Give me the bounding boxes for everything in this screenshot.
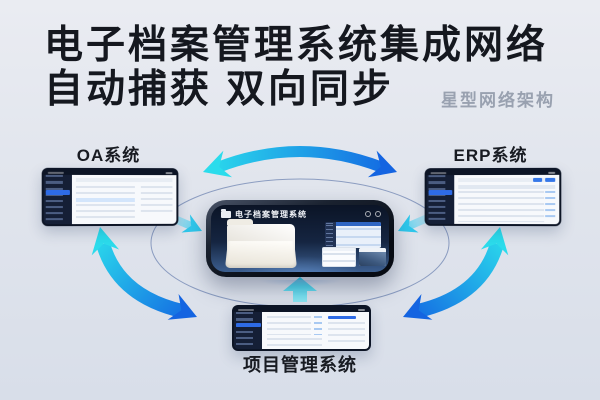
project-progress-bar xyxy=(328,316,357,320)
erp-system-label: ERP系统 xyxy=(453,146,528,165)
device-title: 电子档案管理系统 xyxy=(235,209,307,219)
sidebar-active-item xyxy=(428,189,453,196)
erp-link-column xyxy=(545,191,556,220)
project-screenshot-sidebar xyxy=(234,312,263,349)
oa-system-label: OA系统 xyxy=(76,146,141,165)
oa-highlighted-row xyxy=(76,197,135,203)
project-screenshot-content xyxy=(262,312,369,349)
arrow-erp-project xyxy=(403,227,509,320)
oa-screenshot-content xyxy=(71,174,177,225)
project-system-label: 项目管理系统 xyxy=(243,355,357,375)
erp-screenshot xyxy=(424,167,562,227)
folder-icon xyxy=(221,208,231,218)
project-detail-panel xyxy=(266,337,323,347)
device-titlebar: 电子档案管理系统 xyxy=(211,205,389,221)
erp-button xyxy=(545,177,556,183)
oa-list-panel xyxy=(76,185,135,221)
window-thumbnail-3 xyxy=(359,248,386,266)
oa-screenshot-sidebar xyxy=(43,174,72,225)
architecture-subtitle: 星型网络架构 xyxy=(441,91,555,110)
project-form-panel xyxy=(266,315,312,335)
device-screen: 电子档案管理系统 xyxy=(211,205,389,272)
erp-screenshot-sidebar xyxy=(426,175,455,224)
oa-side-panel xyxy=(141,185,173,214)
oa-screenshot xyxy=(41,167,179,227)
arrow-project-to-center xyxy=(283,277,317,302)
sidebar-active-item xyxy=(45,189,71,196)
window-thumbnail-1 xyxy=(325,222,381,248)
window-thumbnail-2 xyxy=(322,247,356,267)
headline: 电子档案管理系统集成网络 自动捕获 双向同步 xyxy=(44,24,548,111)
device-reflection xyxy=(240,280,360,289)
erp-table-header xyxy=(458,185,556,190)
thumbnail-content xyxy=(336,222,381,248)
archive-folder-icon xyxy=(225,219,297,268)
headline-line1: 电子档案管理系统集成网络 xyxy=(44,24,549,67)
window-control-dots xyxy=(365,211,381,217)
center-device: 电子档案管理系统 xyxy=(206,200,394,277)
arrow-oa-erp xyxy=(203,146,397,178)
erp-screenshot-content xyxy=(454,174,560,225)
project-screenshot xyxy=(232,305,371,351)
thumbnail-sidebar xyxy=(325,222,336,248)
oa-toolbar xyxy=(76,177,173,182)
project-icon-column xyxy=(313,315,323,335)
project-task-panel xyxy=(328,322,365,346)
erp-button xyxy=(532,177,543,183)
sidebar-active-item xyxy=(235,323,261,328)
arrow-oa-project xyxy=(91,227,197,320)
headline-line2: 自动捕获 双向同步 xyxy=(44,67,394,111)
erp-table-rows xyxy=(458,191,545,222)
